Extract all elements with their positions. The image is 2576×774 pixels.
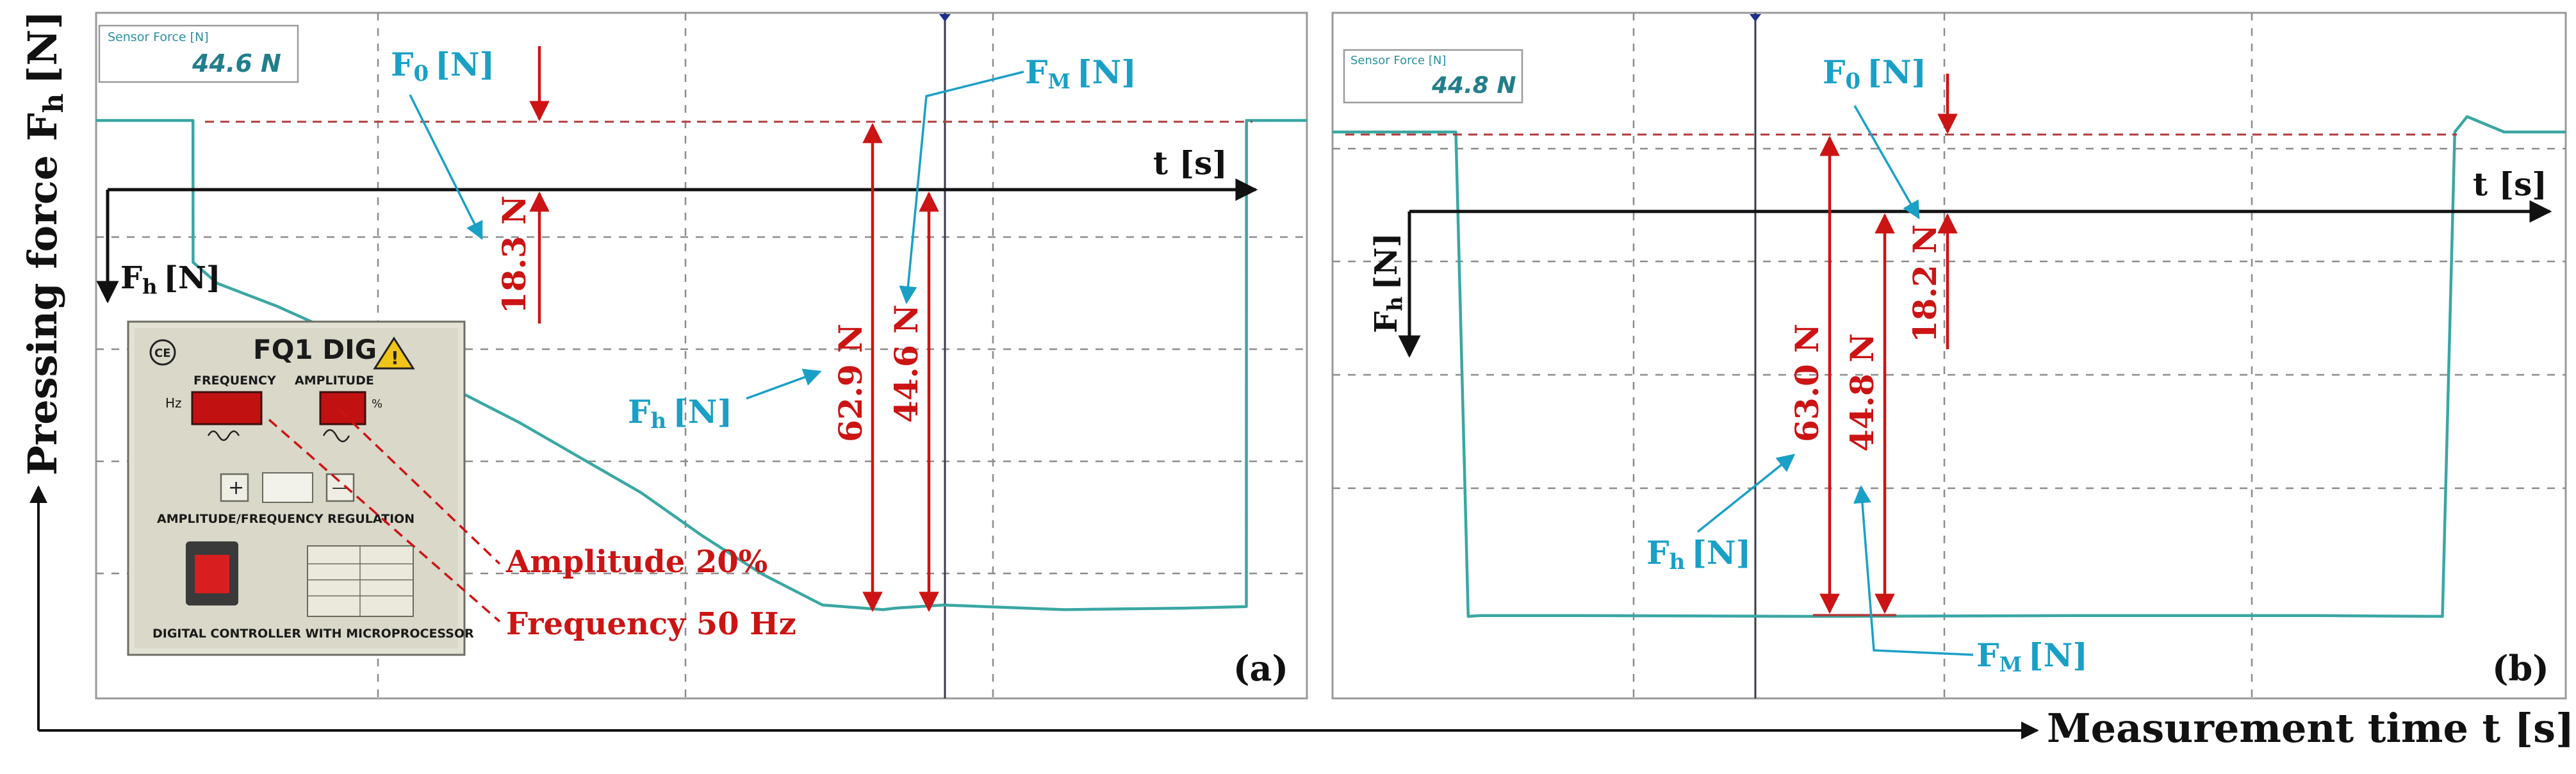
ce-mark-icon [149,339,176,366]
panel-b-display-value: 44.8 N [1431,72,1516,99]
warning-icon [373,336,415,370]
hz-label: Hz [165,395,182,411]
percent-label: % [372,397,382,411]
panel-b-fm-pointer [1853,485,1974,656]
panel-a-signal-line [96,119,1307,611]
controller-inset: CE FQ1 DIG ! FREQUENCY AMPLITUDE Hz % + … [127,320,474,656]
panel-a-t-axis-label: t [s] [1153,144,1227,182]
panel-a: Sensor Force [N] 44.6 N t [s] Fh[N] 18.3… [95,12,1308,700]
panel-b-signal-line [1333,115,2566,618]
panel-b-frame [1331,12,2567,700]
panel-a-display-label: Sensor Force [N] [108,30,209,44]
panel-b-f-axis-label: Fh[N] [1368,233,1407,333]
panel-b-cursor-marker[interactable] [1750,14,1761,22]
panel-b-fh-label: Fh[N] [1646,534,1751,575]
panel-a-cursor-marker[interactable] [939,14,951,22]
panel-b-fh-pointer [1696,454,1796,533]
panel-a-f-axis-label: Fh[N] [120,260,221,299]
panel-a-display: Sensor Force [N] 44.6 N [98,24,299,83]
panel-b-f0-label: F0[N] [1823,53,1926,94]
global-x-axis-label: Measurement time t [s] [2047,705,2574,752]
amplitude-leader-line [338,409,501,565]
panel-a-fh-value: 62.9 N [832,324,869,442]
frequency-label: FREQUENCY [193,374,276,388]
controller-title: FQ1 DIG [253,334,377,365]
minus-button-label: — [332,479,347,497]
panel-a-fm-label: FM[N] [1025,53,1136,94]
panel-a-f0-label: F0[N] [391,45,495,86]
panel-b-display: Sensor Force [N] 44.8 N [1343,49,1523,104]
panel-a-fm-value: 44.6 N [887,304,925,423]
panel-b-fm-value: 44.8 N [1843,333,1881,452]
panel-b-f0-value: 18.2 N [1906,224,1944,343]
panel-b: Sensor Force [N] 44.8 N t [s] Fh[N] 18.2… [1331,12,2567,700]
panel-a-fh-pointer [746,368,822,400]
panel-b-display-label: Sensor Force [N] [1350,54,1446,67]
plus-button-label: + [228,477,244,499]
plus-button[interactable] [220,473,249,502]
controller-footer: DIGITAL CONTROLLER WITH MICROPROCESSOR [152,627,474,641]
panel-a-fm-pointer [899,70,1024,304]
panel-a-label: (a) [1233,648,1288,689]
frequency-wave-icon [207,430,240,441]
frequency-leader-line [268,418,501,623]
panel-b-fh-value: 63.0 N [1788,324,1826,442]
panel-a-f0-value: 18.3 N [495,195,533,314]
panel-b-grid [1333,13,2566,698]
model-plate [262,472,313,503]
warning-icon-mark: ! [391,347,399,368]
global-y-axis-label: Pressing force Fh[N] [19,11,69,476]
ce-mark: CE [154,347,171,360]
panel-b-label: (b) [2492,648,2549,689]
panel-a-f0-pointer [409,94,483,240]
panel-b-fm-label: FM[N] [1976,636,2088,677]
amplitude-display [319,391,366,425]
frequency-display [191,391,263,425]
panel-a-display-value: 44.6 N [192,49,281,78]
amplitude-wave-icon [322,429,350,443]
panel-a-fh-label: Fh[N] [628,393,732,434]
frequency-annotation: Frequency 50 Hz [506,606,796,642]
panel-b-f0-pointer [1853,105,1920,220]
panel-b-t-axis-label: t [s] [2473,165,2547,203]
regulation-label: AMPLITUDE/FREQUENCY REGULATION [157,512,414,526]
amplitude-label: AMPLITUDE [295,374,374,388]
amplitude-annotation: Amplitude 20% [505,544,767,580]
minus-button[interactable] [325,473,355,502]
power-switch-light [195,555,229,593]
